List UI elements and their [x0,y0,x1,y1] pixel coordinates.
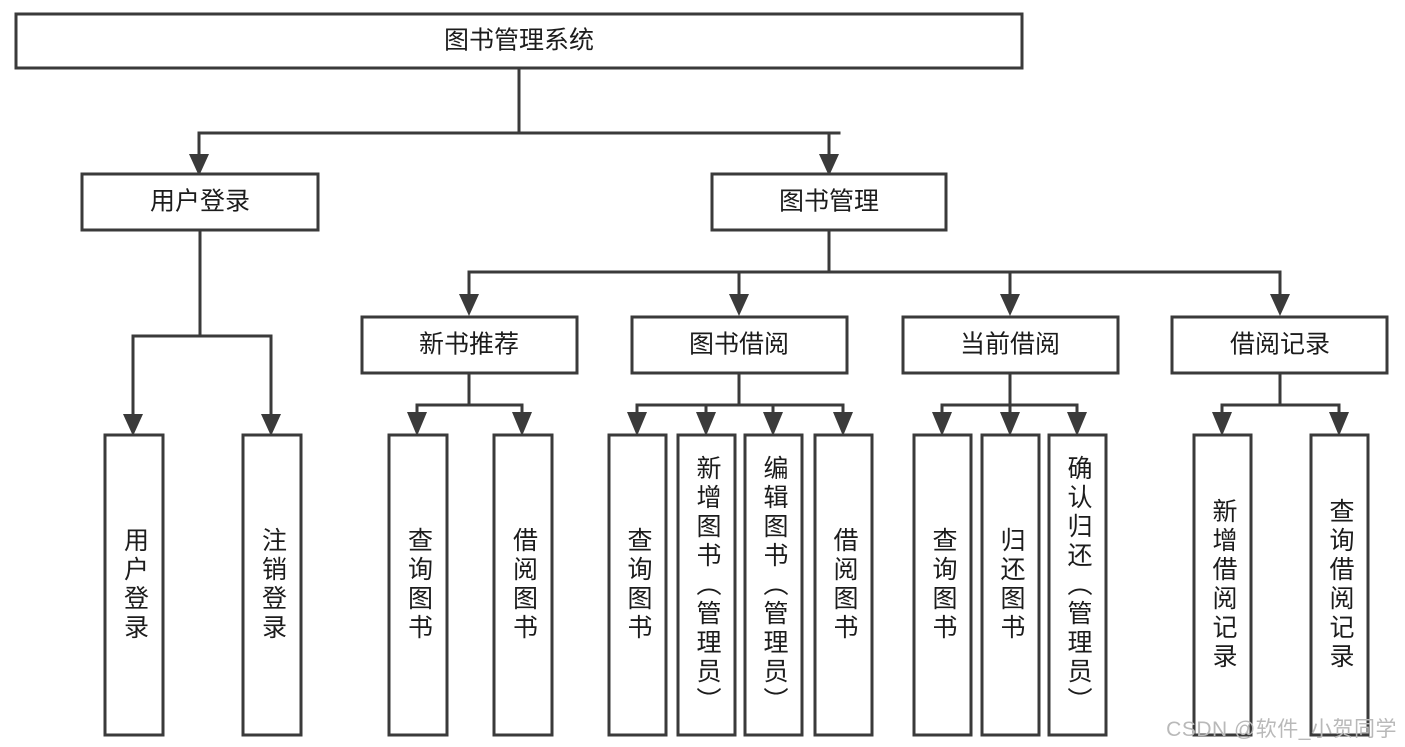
node-book-borrow-label: 图书借阅 [689,331,789,359]
arrow-head-br-leaf-2 [1329,412,1349,436]
arrow-head-cb-leaf-1 [932,412,952,436]
leaf-rect-cb-query-book[interactable] [912,433,973,737]
arrow-head-nb-leaf-2 [512,412,532,436]
arrow-head-book-borrow [729,294,749,316]
leaf-rect-nb-query-book[interactable] [387,433,449,737]
arrow-head-bb-leaf-2 [696,412,716,436]
leaf-rect-bb-query-book[interactable] [607,433,668,737]
leaf-rect-cb-confirm-return[interactable] [1047,433,1108,737]
leaf-label-nb-query-book: 查询图书 [404,527,433,643]
node-new-book-recommend-label: 新书推荐 [419,331,519,359]
leaf-rect-nb-borrow-book[interactable] [492,433,554,737]
node-root[interactable]: 图书管理系统 [14,12,1024,70]
node-new-book-recommend[interactable]: 新书推荐 [360,315,579,375]
arrow-head-cb-leaf-3 [1067,412,1087,436]
arrow-head-user-login [189,154,209,176]
arrow-head-cb-leaf-2 [1000,412,1020,436]
arrow-head-leaf-user-login [123,414,143,436]
leaf-label-br-add-record: 新增借阅记录 [1209,498,1237,672]
connector-group-book-borrow [627,371,853,436]
node-current-borrow[interactable]: 当前借阅 [901,315,1120,375]
leaf-label-br-query-record: 查询借阅记录 [1326,498,1354,672]
connector-group-user-login [123,228,281,436]
node-book-management-label: 图书管理 [779,188,879,216]
node-new-book-recommend-rect[interactable] [360,315,579,375]
leaf-label-bb-edit-book: 编辑图书（管理员） [760,454,788,716]
leaf-rect-user-login[interactable] [103,433,165,737]
connector-group-borrow-record [1212,371,1349,436]
leaf-rect-bb-edit-book[interactable] [743,433,804,737]
node-book-borrow-rect[interactable] [630,315,849,375]
arrow-head-nb-leaf-1 [407,412,427,436]
node-user-login[interactable]: 用户登录 [80,172,320,232]
arrow-head-bb-leaf-3 [763,412,783,436]
leaf-rect-cb-return-book[interactable] [980,433,1041,737]
connector-group-root [189,66,841,176]
node-book-management[interactable]: 图书管理 [710,172,948,232]
node-root-label: 图书管理系统 [444,27,594,55]
leaf-label-cb-confirm-return: 确认归还（管理员） [1064,454,1092,716]
leaf-rect-bb-borrow-book[interactable] [813,433,874,737]
arrow-head-book-mgmt [819,154,839,176]
node-user-login-label: 用户登录 [150,188,250,216]
leaf-rect-bb-add-book[interactable] [676,433,737,737]
leaf-rect-br-add-record[interactable] [1192,433,1253,737]
leaf-rect-logout[interactable] [241,433,303,737]
csdn-watermark: CSDN @软件_小贺同学 [1166,718,1397,741]
node-current-borrow-rect[interactable] [901,315,1120,375]
arrow-head-br-leaf-1 [1212,412,1232,436]
leaf-label-cb-return-book: 归还图书 [997,527,1025,643]
arrow-head-bb-leaf-1 [627,412,647,436]
node-book-borrow[interactable]: 图书借阅 [630,315,849,375]
node-root-rect[interactable] [14,12,1024,70]
leaf-rect-br-query-record[interactable] [1309,433,1370,737]
connector-group-new-book-recommend [407,371,532,436]
arrow-head-new-book [459,294,479,316]
leaf-label-bb-add-book: 新增图书（管理员） [693,454,721,716]
leaf-label-cb-query-book: 查询图书 [929,527,957,643]
leaf-label-bb-query-book: 查询图书 [624,527,652,643]
arrow-head-bb-leaf-4 [833,412,853,436]
node-current-borrow-label: 当前借阅 [960,331,1060,359]
leaf-label-logout: 注销登录 [258,527,287,643]
leaf-label-nb-borrow-book: 借阅图书 [509,527,538,643]
connector-group-book-management [459,228,1290,316]
node-borrow-record[interactable]: 借阅记录 [1170,315,1389,375]
connector-group-current-borrow [932,371,1087,436]
arrow-head-current-borrow [1000,294,1020,316]
arrow-head-leaf-logout [261,414,281,436]
leaf-label-bb-borrow-book: 借阅图书 [830,527,858,643]
node-borrow-record-label: 借阅记录 [1230,331,1330,359]
leaf-label-user-login: 用户登录 [120,527,149,643]
arrow-head-borrow-record [1270,294,1290,316]
